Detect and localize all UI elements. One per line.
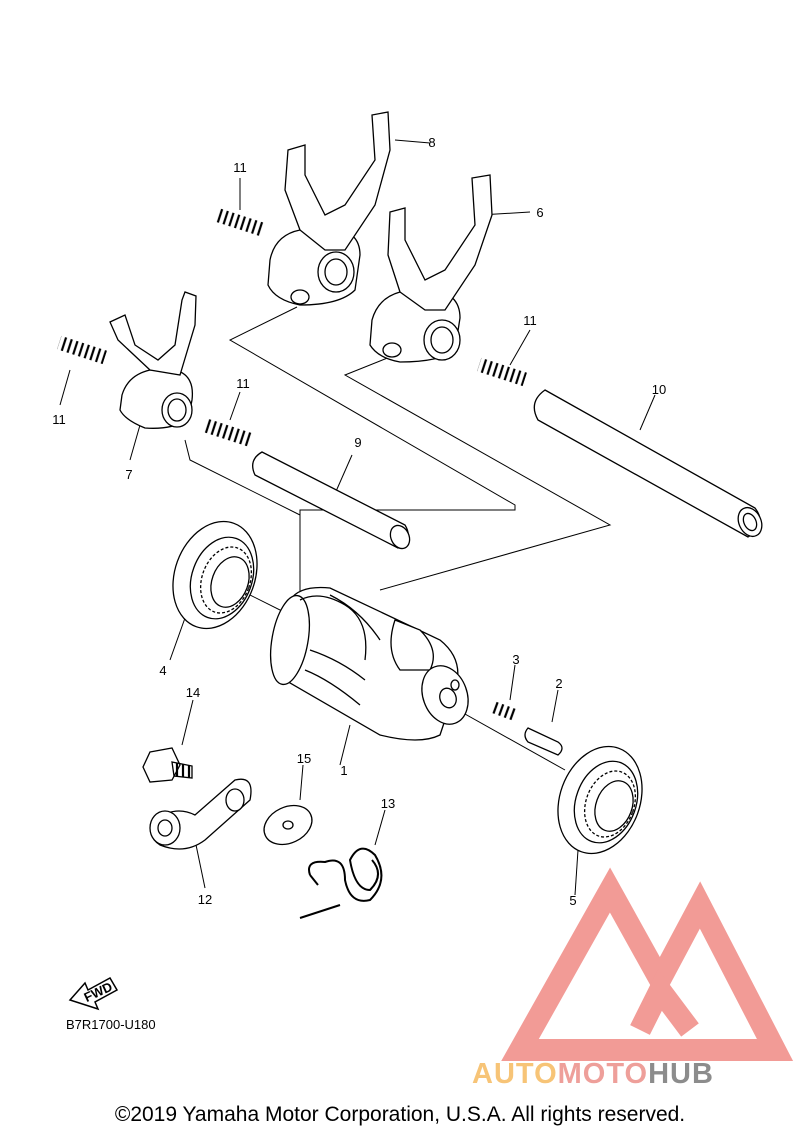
callout-8: 8 [428, 135, 435, 150]
shift-fork-8 [267, 111, 391, 306]
shift-drum-1 [269, 586, 469, 741]
spring-11-a [214, 207, 264, 237]
callout-9: 9 [354, 435, 361, 450]
bearing-4 [172, 520, 258, 630]
watermark-text: AUTOMOTOHUB [472, 1058, 714, 1091]
callout-11-a: 11 [233, 160, 247, 175]
torsion-spring-13 [299, 847, 383, 919]
watermark-hub: HUB [648, 1058, 714, 1090]
callout-labels: 1 2 3 4 5 6 7 8 9 10 11 11 11 11 12 13 1… [52, 135, 666, 908]
bolt-14 [142, 747, 193, 783]
callout-7: 7 [125, 467, 132, 482]
leader-lines [59, 139, 656, 896]
bearing-5 [557, 745, 643, 855]
fwd-arrow-icon [68, 976, 119, 1011]
callout-6: 6 [536, 205, 543, 220]
spring-11-b [57, 335, 107, 365]
pin-2 [524, 727, 563, 756]
spring-11-c [204, 418, 254, 448]
callout-3: 3 [512, 652, 519, 667]
watermark-logo [501, 867, 794, 1061]
spring-11-d [477, 357, 527, 387]
callout-4: 4 [159, 663, 166, 678]
callout-11-d: 11 [523, 313, 537, 328]
callout-1: 1 [340, 763, 347, 778]
spring-3 [490, 701, 518, 721]
callout-11-b: 11 [52, 412, 66, 427]
copyright-notice: ©2019 Yamaha Motor Corporation, U.S.A. A… [114, 1103, 686, 1126]
callout-10: 10 [652, 382, 666, 397]
shaft-9 [252, 451, 411, 550]
callout-5: 5 [569, 893, 576, 908]
callout-2: 2 [555, 676, 562, 691]
shift-fork-6 [369, 174, 493, 363]
watermark-moto: MOTO [557, 1058, 649, 1090]
callout-11-c: 11 [236, 376, 250, 391]
callout-14: 14 [186, 685, 200, 700]
watermark-auto: AUTO [472, 1058, 558, 1090]
shaft-10 [533, 389, 763, 538]
washer-15 [263, 804, 313, 846]
shift-fork-7 [109, 291, 197, 429]
callout-15: 15 [297, 751, 311, 766]
drawing-code: B7R1700-U180 [66, 1017, 156, 1032]
stopper-lever-12 [149, 778, 252, 850]
callout-12: 12 [198, 892, 212, 907]
callout-13: 13 [381, 796, 395, 811]
